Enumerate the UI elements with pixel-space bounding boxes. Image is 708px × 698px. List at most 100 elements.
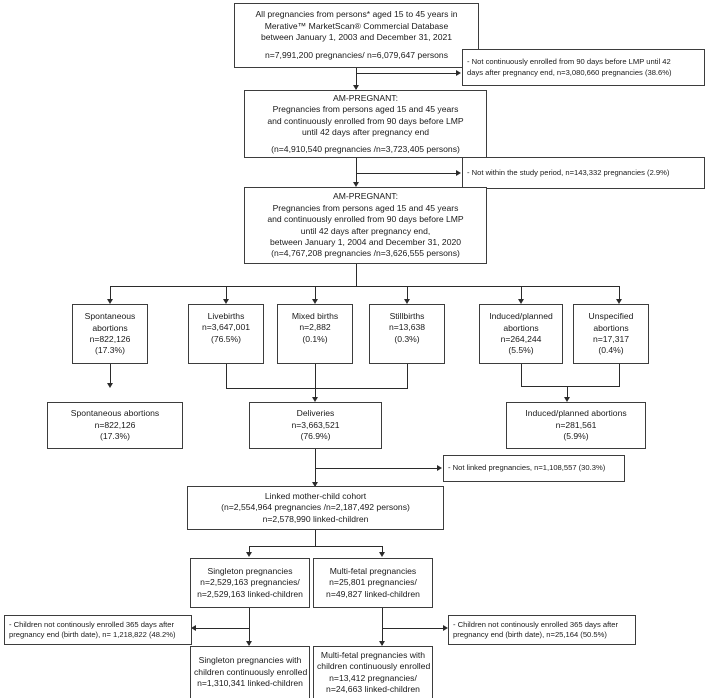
- node-deliveries: Deliveries n=3,663,521 (76.9%): [249, 402, 382, 449]
- node-induced-planned-abortions-total: Induced/planned abortions n=281,561 (5.9…: [506, 402, 646, 449]
- connector-to-exclusion-2: [356, 173, 457, 174]
- node-line: (n=4,767,208 pregnancies /n=3,626,555 pe…: [271, 248, 460, 259]
- node-unspecified-abortions: Unspecified abortions n=17,317 (0.4%): [573, 304, 649, 364]
- node-ampregnant-2: AM-PREGNANT: Pregnancies from persons ag…: [244, 187, 487, 264]
- node-line: between January 1, 2003 and December 31,…: [260, 32, 453, 42]
- connector-linked-stem: [315, 530, 316, 546]
- node-line: children continuously enrolled: [317, 661, 431, 672]
- connector-to-mixed: [315, 286, 316, 302]
- arrowhead-down: [517, 299, 524, 304]
- exclusion-not-continuously-enrolled: - Not continuously enrolled from 90 days…: [462, 49, 705, 86]
- node-source-population: All pregnancies from persons* aged 15 to…: [234, 3, 479, 68]
- node-line: n=2,578,990 linked-children: [262, 513, 369, 524]
- node-line: Livebirths: [207, 311, 245, 321]
- connector-merge-to-induced-agg: [567, 386, 568, 400]
- node-line: (n=2,554,964 pregnancies /n=2,187,492 pe…: [221, 502, 410, 513]
- node-line: Deliveries: [296, 408, 335, 419]
- node-line: Linked mother-child cohort: [264, 490, 367, 501]
- node-line: Induced/planned: [489, 311, 553, 322]
- node-spontaneous-abortions-total: Spontaneous abortions n=822,126 (17.3%): [47, 402, 183, 449]
- arrowhead-down: [311, 299, 318, 304]
- connector-spontaneous-to-agg: [110, 364, 111, 386]
- node-line: until 42 days after pregnancy end,: [300, 225, 431, 236]
- node-line: between January 1, 2004 and December 31,…: [269, 236, 462, 247]
- exclusion-line: days after pregnancy end, n=3,080,660 pr…: [467, 67, 672, 77]
- arrowhead-right: [456, 69, 461, 76]
- connector-to-unspecified: [619, 286, 620, 302]
- node-line: abortions: [92, 322, 128, 333]
- arrowhead-left: [191, 624, 196, 631]
- node-spontaneous-abortions: Spontaneous abortions n=822,126 (17.3%): [72, 304, 148, 364]
- node-line: (76.9%): [300, 431, 331, 442]
- node-line: n=13,412 pregnancies/: [329, 672, 417, 683]
- node-line: Mixed births: [291, 311, 339, 321]
- connector-ampregnant1-to-ampregnant2: [356, 158, 357, 185]
- node-line: until 42 days after pregnancy end: [301, 127, 430, 138]
- node-line: n=3,647,001: [201, 322, 251, 333]
- node-line: AM-PREGNANT:: [333, 93, 398, 103]
- node-line: n=3,663,521: [291, 419, 340, 430]
- node-line: (5.5%): [508, 345, 534, 356]
- arrowhead-down: [378, 641, 385, 646]
- arrowhead-down: [106, 383, 113, 388]
- arrowhead-down: [245, 552, 252, 557]
- node-line: and continuously enrolled from 90 days b…: [267, 214, 464, 225]
- node-line: (17.3%): [99, 431, 131, 442]
- arrowhead-down: [245, 641, 252, 646]
- connector-to-exclusion-not-linked: [315, 468, 438, 469]
- node-line: (0.4%): [598, 345, 624, 356]
- arrowhead-down: [352, 85, 359, 90]
- arrowhead-down: [311, 397, 318, 402]
- node-line: Spontaneous abortions: [70, 408, 160, 419]
- node-ampregnant-1: AM-PREGNANT: Pregnancies from persons ag…: [244, 90, 487, 158]
- node-line: Stillbirths: [389, 311, 425, 321]
- node-line: n=25,801 pregnancies/: [329, 577, 417, 588]
- node-line: n=49,827 linked-children: [326, 588, 420, 599]
- connector-unspecified-down: [619, 364, 620, 386]
- exclusion-line: - Not continuously enrolled from 90 days…: [467, 57, 671, 67]
- arrowhead-down: [106, 299, 113, 304]
- arrowhead-down: [563, 397, 570, 402]
- exclusion-line: - Not within the study period, n=143,332…: [467, 167, 670, 177]
- node-line: abortions: [503, 322, 539, 333]
- node-line: n=281,561: [555, 419, 597, 430]
- node-line: Induced/planned abortions: [525, 408, 627, 419]
- connector-to-spontaneous: [110, 286, 111, 302]
- node-line: Singleton pregnancies with: [198, 655, 302, 666]
- arrowhead-right: [437, 464, 442, 471]
- connector-ampregnant2-stem: [356, 264, 357, 286]
- node-line: children continuously enrolled: [194, 666, 308, 677]
- connector-livebirths-down: [226, 364, 227, 388]
- arrowhead-right: [443, 624, 448, 631]
- node-line: (0.1%): [302, 333, 328, 344]
- connector-to-multifetal: [382, 546, 383, 555]
- connector-mixed-down: [315, 364, 316, 388]
- node-multifetal-pregnancies: Multi-fetal pregnancies n=25,801 pregnan…: [313, 558, 433, 608]
- node-line: and continuously enrolled from 90 days b…: [267, 115, 464, 126]
- node-line: abortions: [593, 322, 629, 333]
- connector-to-induced: [521, 286, 522, 302]
- node-line: n=17,317: [592, 334, 630, 344]
- connector-to-exclusion-1: [356, 73, 457, 74]
- node-line: AM-PREGNANT:: [333, 191, 398, 202]
- connector-singleton-to-final: [249, 608, 250, 645]
- node-line: (17.3%): [94, 345, 126, 356]
- node-line: n=24,663 linked-children: [326, 683, 420, 694]
- node-multifetal-pregnancies-final: Multi-fetal pregnancies with children co…: [313, 646, 433, 698]
- node-line: Pregnancies from persons aged 15 and 45 …: [272, 104, 459, 115]
- node-line: n=7,991,200 pregnancies/ n=6,079,647 per…: [264, 50, 448, 61]
- node-line: Merative™ MarketScan® Commercial Databas…: [264, 20, 449, 31]
- connector-induced-merge-bus: [521, 386, 620, 387]
- node-singleton-pregnancies-final: Singleton pregnancies with children cont…: [190, 646, 310, 698]
- exclusion-line: pregnancy end (birth date), n= 1,218,822…: [9, 630, 176, 639]
- exclusion-singleton-children-not-enrolled: - Children not continously enrolled 365 …: [4, 615, 192, 645]
- node-line: Multi-fetal pregnancies: [329, 565, 417, 576]
- node-line: n=264,244: [500, 334, 542, 344]
- arrowhead-down: [311, 482, 318, 487]
- node-line: Unspecified: [588, 311, 634, 322]
- node-line: Singleton pregnancies: [207, 565, 293, 576]
- connector-source-to-ampregnant1: [356, 68, 357, 89]
- node-line: n=822,126: [94, 419, 136, 430]
- exclusion-not-linked-pregnancies: - Not linked pregnancies, n=1,108,557 (3…: [443, 455, 625, 482]
